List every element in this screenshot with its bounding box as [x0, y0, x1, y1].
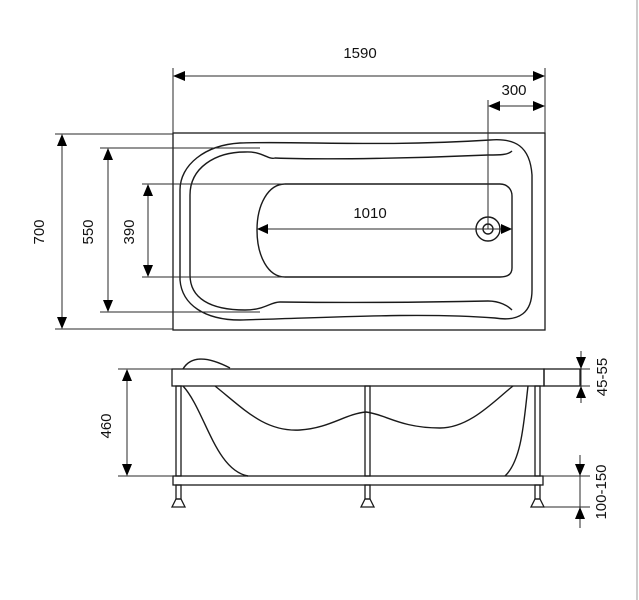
- arrow-down-icon: [575, 464, 585, 476]
- tub-head-profile: [182, 385, 249, 477]
- bowl-inner-contour: [244, 150, 513, 160]
- frame-bottom-rail: [172, 475, 544, 486]
- arrow-left-icon: [173, 71, 185, 81]
- arrow-up-icon: [103, 148, 113, 160]
- dim-label-overall-length: 1590: [343, 45, 376, 62]
- leg-foot-left: [170, 484, 187, 508]
- frame-post-right: [534, 385, 541, 477]
- arrow-up-icon: [575, 507, 585, 519]
- arrow-down-icon: [122, 464, 132, 476]
- arrow-down-icon: [576, 357, 586, 369]
- tub-outer-rim: [172, 132, 546, 331]
- arrow-left-icon: [257, 224, 268, 234]
- top-view: 1590 300 1010 700 550 390: [31, 45, 546, 331]
- dim-label-overall-width: 700: [31, 219, 48, 244]
- side-view: 460 45-55 100-150: [98, 351, 611, 528]
- side-rim: [171, 368, 545, 387]
- arrow-right-icon: [533, 101, 545, 111]
- dim-label-rim-thickness: 45-55: [594, 358, 611, 396]
- bowl-inner-contour-left: [189, 151, 513, 311]
- arrow-up-icon: [576, 386, 586, 398]
- arrow-up-icon: [122, 369, 132, 381]
- arrow-right-icon: [533, 71, 545, 81]
- arrow-down-icon: [103, 300, 113, 312]
- bowl-outer-contour: [179, 139, 533, 321]
- side-rim-lip: [543, 368, 581, 387]
- dim-label-height: 460: [98, 413, 115, 438]
- dim-label-leg-adjustment: 100-150: [593, 464, 610, 519]
- arrow-up-icon: [143, 184, 153, 196]
- arrow-up-icon: [57, 134, 67, 146]
- arrow-down-icon: [143, 265, 153, 277]
- leg-foot-middle: [359, 484, 376, 508]
- dim-label-bottom-length: 1010: [353, 205, 386, 222]
- dim-label-bottom-width: 390: [121, 219, 138, 244]
- arrow-right-icon: [501, 224, 512, 234]
- frame-post-left: [175, 385, 182, 477]
- leg-foot-right: [529, 484, 546, 508]
- arrow-down-icon: [57, 317, 67, 329]
- tub-bottom-contour: [256, 183, 513, 278]
- tub-foot-profile: [504, 385, 529, 477]
- arrow-left-icon: [488, 101, 500, 111]
- dim-label-rim-inner-width: 550: [80, 219, 97, 244]
- dim-label-drain-offset: 300: [501, 82, 526, 99]
- frame-post-middle: [364, 385, 371, 477]
- headrest-bump: [182, 358, 231, 370]
- tub-bowl-profile: [214, 385, 514, 431]
